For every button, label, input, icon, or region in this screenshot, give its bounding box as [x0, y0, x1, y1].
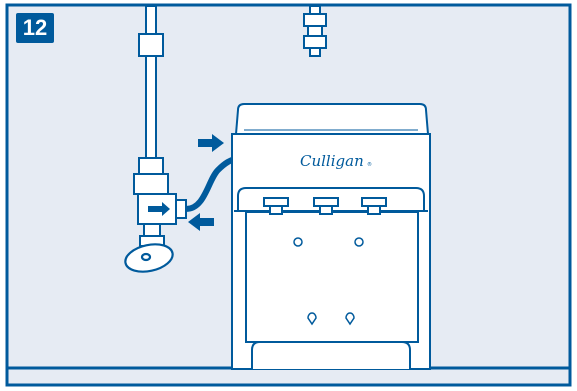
brand-logo: Culligan [300, 152, 364, 170]
arrow-left-icon [188, 213, 214, 231]
supply-pipe [133, 5, 187, 247]
step-number-badge: 12 [16, 13, 54, 43]
brand-registered-mark: ® [367, 161, 372, 168]
arrow-right-icon [198, 134, 224, 152]
mount-screws [293, 237, 364, 326]
ceiling-fitting [303, 5, 327, 57]
water-dispenser [231, 103, 431, 370]
valve-handle [124, 243, 174, 273]
